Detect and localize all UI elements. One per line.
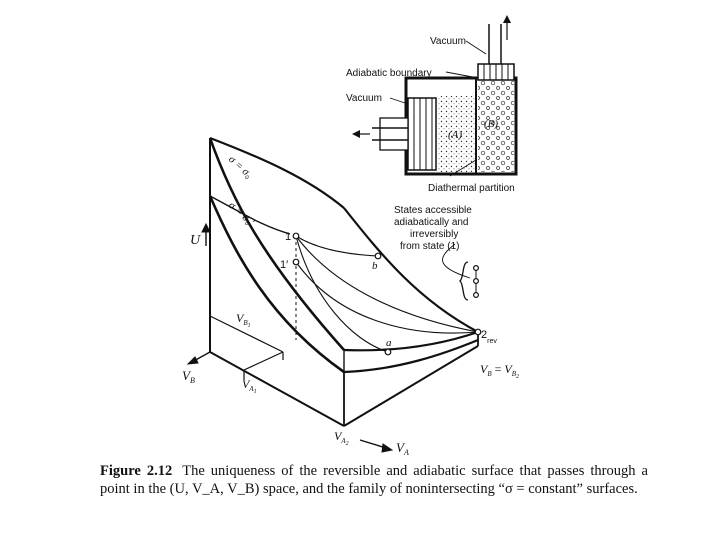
surface-sigma0-edge-right — [343, 207, 479, 333]
path-1-to-2 — [295, 235, 479, 333]
label-vb1: VB1 — [236, 311, 251, 329]
annotation-line-2: adiabatically and — [394, 217, 469, 228]
sigma0-prime-label: σ = σ₀′ — [226, 199, 257, 228]
vacuum-left-label: Vacuum — [346, 93, 382, 104]
points — [292, 232, 482, 356]
apparatus: Vacuum Adiabatic boundary Vacuum (A) (B)… — [346, 15, 518, 194]
label-point-b: b — [372, 260, 378, 272]
label-va-axis: VA — [396, 440, 409, 457]
label-vb-equals-vb2: VB = VB2 — [480, 362, 519, 380]
annotation-brace — [458, 261, 469, 301]
surface-bottom-edge — [343, 330, 479, 352]
surface-prime-bottom-edge — [343, 338, 479, 374]
label-va1: VA1 — [242, 377, 257, 395]
label-point-1: 1 — [285, 231, 291, 243]
annotation: States accessible adiabatically and irre… — [394, 205, 472, 252]
path-1-to-a — [295, 235, 389, 353]
label-vb-axis: VB — [182, 368, 195, 385]
surface-sigma0-edge-top — [209, 136, 345, 209]
annotation-line-4: from state (1) — [400, 241, 459, 252]
left-piston — [407, 97, 437, 171]
surface-sigma0-prime-edge — [208, 195, 345, 374]
caption-label: Figure 2.12 — [100, 463, 173, 479]
path-1prime-to-2 — [295, 261, 479, 334]
surface-sigma0-edge-left — [208, 137, 345, 351]
label-u-axis: U — [190, 233, 201, 248]
caption-text: The uniqueness of the reversible and adi… — [100, 463, 648, 497]
vacuum-top-label: Vacuum — [430, 36, 466, 47]
label-point-a: a — [386, 337, 392, 349]
surface-sigma0-prime-top — [209, 195, 291, 235]
diathermal-partition-label: Diathermal partition — [428, 183, 515, 194]
point-2 — [474, 328, 482, 336]
label-point-1-prime: 1′ — [280, 259, 288, 271]
point-a — [384, 348, 392, 356]
annotation-line-3: irreversibly — [410, 229, 458, 240]
path-1-to-b — [295, 235, 379, 257]
point-1 — [292, 232, 300, 240]
sigma0-label: σ = σ₀ — [226, 153, 255, 181]
figure-2-12-diagram: Vacuum Adiabatic boundary Vacuum (A) (B)… — [182, 15, 519, 457]
label-va2: VA2 — [334, 429, 349, 447]
subsystem-b-label: (B) — [484, 118, 498, 130]
point-1-prime — [292, 258, 300, 266]
subsystem-a-gas — [437, 96, 475, 172]
annotation-line-1: States accessible — [394, 205, 472, 216]
surfaces — [208, 136, 479, 374]
point-brace-mid — [473, 278, 480, 285]
adiabatic-boundary-label: Adiabatic boundary — [346, 68, 432, 79]
subsystem-a-label: (A) — [448, 129, 462, 141]
subsystem-b-gas — [478, 80, 514, 172]
label-point-2: 2rev — [481, 329, 497, 345]
point-brace-bottom — [473, 292, 480, 299]
point-b — [374, 252, 382, 260]
annotation-leader — [442, 243, 471, 279]
va-axis-arrow — [359, 439, 387, 449]
point-brace-top — [473, 265, 480, 272]
